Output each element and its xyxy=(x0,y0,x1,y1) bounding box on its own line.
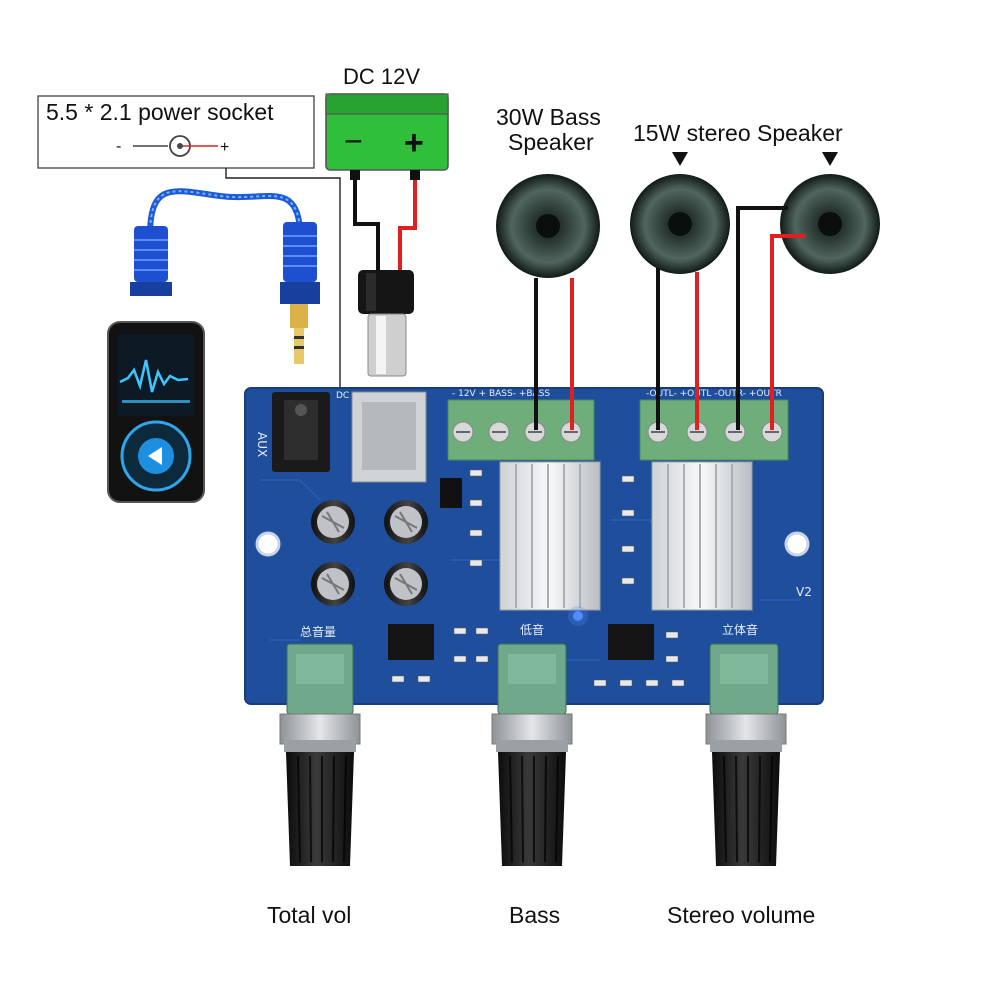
dc-silk-label: DC xyxy=(336,391,349,401)
waveform-icon xyxy=(119,359,189,393)
stereo-speaker-label: 15W stereo Speaker xyxy=(633,120,843,146)
capacitors xyxy=(311,500,428,606)
heatsink-left xyxy=(499,461,601,611)
socket-minus-label: - xyxy=(116,138,121,155)
aux-silk-label: AUX xyxy=(255,432,269,457)
power-socket-label: 5.5 * 2.1 power socket xyxy=(46,99,274,125)
heatsink-right xyxy=(651,461,753,611)
cn-bass-silk: 低音 xyxy=(520,622,544,637)
dc-12v-battery: DC 12V − + xyxy=(325,64,449,180)
arrow-down-icon xyxy=(672,152,688,166)
terminal-block-power-bass xyxy=(447,399,595,461)
knob-total-vol[interactable] xyxy=(279,643,361,866)
amplifier-board: AUX DC - 12V + BASS- +BASS xyxy=(244,387,824,705)
mount-hole xyxy=(255,531,281,557)
cn-stereo-silk: 立体音 xyxy=(722,622,758,637)
ic-chip xyxy=(388,624,434,660)
version-silk: V2 xyxy=(796,585,812,599)
knob-total-caption: Total vol xyxy=(267,902,351,928)
battery-red-wire xyxy=(398,180,417,272)
battery-plus-label: + xyxy=(404,124,424,162)
dc-barrel-plug xyxy=(358,270,414,377)
stereo-speakers: 15W stereo Speaker xyxy=(630,120,880,274)
terminal-block-outputs xyxy=(639,399,789,461)
ic-chip xyxy=(608,624,654,660)
cn-total-silk: 总音量 xyxy=(300,624,336,639)
knob-bass-caption: Bass xyxy=(509,902,560,928)
play-icon xyxy=(148,447,162,465)
battery-minus-label: − xyxy=(344,123,363,159)
aux-audio-cable xyxy=(130,188,320,364)
speaker-wires xyxy=(534,206,806,430)
arrow-down-icon xyxy=(822,152,838,166)
terminal-right-silk: -OUTL- +OUTL -OUTR- +OUTR xyxy=(646,389,782,399)
status-led xyxy=(573,611,583,621)
terminal-left-silk: - 12V + BASS- +BASS xyxy=(452,389,550,399)
music-player xyxy=(107,321,205,503)
bass-speaker-label-line1: 30W Bass xyxy=(496,104,601,130)
bass-speaker-label-line2: Speaker xyxy=(508,129,594,155)
bass-speaker: 30W Bass Speaker xyxy=(496,104,601,278)
battery-black-wire xyxy=(353,180,380,272)
socket-plus-label: + xyxy=(220,139,229,156)
mount-hole xyxy=(784,531,810,557)
dc-title: DC 12V xyxy=(343,64,420,89)
knob-bass[interactable] xyxy=(491,643,573,866)
knob-stereo-volume[interactable] xyxy=(705,643,787,866)
knob-stereo-caption: Stereo volume xyxy=(667,902,815,928)
